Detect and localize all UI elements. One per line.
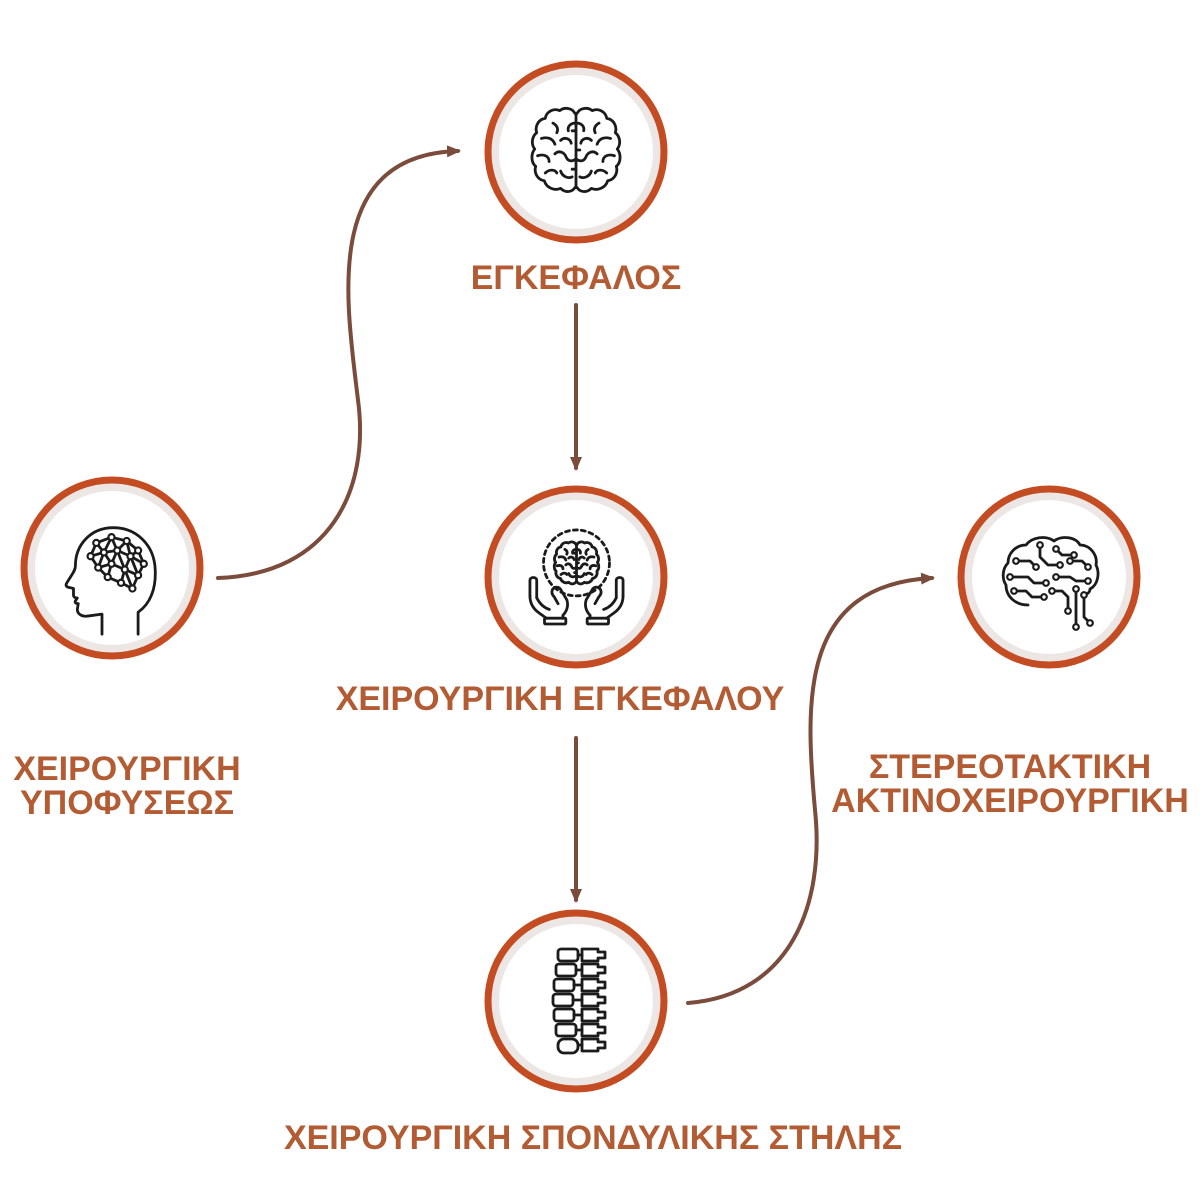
label-radiosurgery-line-1: ΣΤΕΡΕΟΤΑΚΤΙΚΗ xyxy=(868,748,1152,786)
label-brain: ΕΓΚΕΦΑΛΟΣ xyxy=(376,258,776,298)
circuit-brain-outline xyxy=(1003,538,1098,605)
spinous-process xyxy=(582,1024,605,1036)
network-node xyxy=(135,572,141,578)
spinous-process xyxy=(582,994,605,1006)
network-node xyxy=(118,580,124,586)
spinous-process xyxy=(582,979,605,991)
label-radiosurgery: ΣΤΕΡΕΟΤΑΚΤΙΚΗ ΑΚΤΙΝΟΧΕΙΡΟΥΡΓΙΚΗ xyxy=(820,750,1200,818)
label-spine-surgery: ΧΕΙΡΟΥΡΓΙΚΗ ΣΠΟΝΔΥΛΙΚΗΣ ΣΤΗΛΗΣ xyxy=(243,1118,943,1158)
circuit-node xyxy=(1033,564,1039,570)
network-node xyxy=(95,565,101,571)
node-disc xyxy=(35,491,189,645)
arrow-pituitary-to-brain xyxy=(216,145,461,580)
circuit-node xyxy=(1085,564,1091,570)
label-pituitary-surgery-line-1: ΧΕΙΡΟΥΡΓΙΚΗ xyxy=(13,750,241,788)
circuit-node xyxy=(1053,574,1059,580)
circuit-trace xyxy=(1040,545,1060,565)
network-node xyxy=(127,553,133,559)
network-node xyxy=(129,585,135,591)
label-pituitary-surgery-line-2: ΥΠΟΦΥΣΕΩΣ xyxy=(19,784,235,822)
circuit-node xyxy=(1049,588,1055,594)
network-node xyxy=(108,561,114,567)
circuit-traces xyxy=(1007,542,1093,630)
label-pituitary-surgery: ΧΕΙΡΟΥΡΓΙΚΗ ΥΠΟΦΥΣΕΩΣ xyxy=(0,752,254,820)
label-brain-surgery-line: ΧΕΙΡΟΥΡΓΙΚΗ ΕΓΚΕΦΑΛΟΥ xyxy=(335,680,785,718)
network-node xyxy=(114,547,120,553)
circuit-node xyxy=(1037,542,1043,548)
network-node xyxy=(141,561,147,567)
dashed-halo xyxy=(544,530,610,596)
network-node xyxy=(93,540,99,546)
label-spine-surgery-line: ΧΕΙΡΟΥΡΓΙΚΗ ΣΠΟΝΔΥΛΙΚΗΣ ΣΤΗΛΗΣ xyxy=(283,1119,903,1157)
arrow-spine-to-radiosurgery xyxy=(686,572,935,1005)
node-disc xyxy=(972,500,1126,654)
network-node xyxy=(101,549,107,555)
circuit-trace xyxy=(1010,577,1046,583)
circuit-node xyxy=(1007,574,1013,580)
circuit-node xyxy=(1065,608,1071,614)
node-pituitary-surgery xyxy=(20,476,204,660)
circuit-trace xyxy=(1014,591,1044,597)
circuit-brain-icon xyxy=(1003,538,1098,630)
network-node xyxy=(122,566,128,572)
circuit-node xyxy=(1041,594,1047,600)
network-node xyxy=(88,553,94,559)
node-brain-surgery xyxy=(484,485,668,669)
circuit-node xyxy=(1053,546,1059,552)
label-radiosurgery-line-2: ΑΚΤΙΝΟΧΕΙΡΟΥΡΓΙΚΗ xyxy=(831,782,1189,820)
circuit-node xyxy=(1085,578,1091,584)
spinous-process xyxy=(582,1039,605,1051)
circuit-node xyxy=(1011,588,1017,594)
circuit-node xyxy=(1071,552,1077,558)
spinous-process xyxy=(582,964,605,976)
network-node xyxy=(124,538,130,544)
node-spine-surgery xyxy=(484,909,668,1093)
circuit-node xyxy=(1013,558,1019,564)
label-brain-line: ΕΓΚΕΦΑΛΟΣ xyxy=(470,259,682,297)
circuit-node xyxy=(1087,620,1093,626)
circuit-trace xyxy=(1056,577,1088,581)
spinous-process xyxy=(582,949,605,961)
circuit-node xyxy=(1067,558,1073,564)
spine-icon xyxy=(553,949,605,1053)
circuit-node xyxy=(1043,580,1049,586)
network-node xyxy=(108,534,114,540)
node-radiosurgery xyxy=(957,485,1141,669)
circuit-node xyxy=(1081,592,1087,598)
circuit-node xyxy=(1057,562,1063,568)
spinous-process xyxy=(582,1009,605,1021)
node-brain xyxy=(484,60,668,244)
head-profile-outline xyxy=(66,528,155,634)
circuit-trace xyxy=(1052,591,1068,611)
network-node xyxy=(105,574,111,580)
hands-brain-icon xyxy=(528,530,625,626)
label-brain-surgery: ΧΕΙΡΟΥΡΓΙΚΗ ΕΓΚΕΦΑΛΟΥ xyxy=(310,679,810,719)
head-network-icon xyxy=(66,528,155,634)
network-node xyxy=(135,547,141,553)
circuit-node xyxy=(1073,586,1079,592)
circuit-node xyxy=(1073,624,1079,630)
neural-network xyxy=(88,534,147,591)
